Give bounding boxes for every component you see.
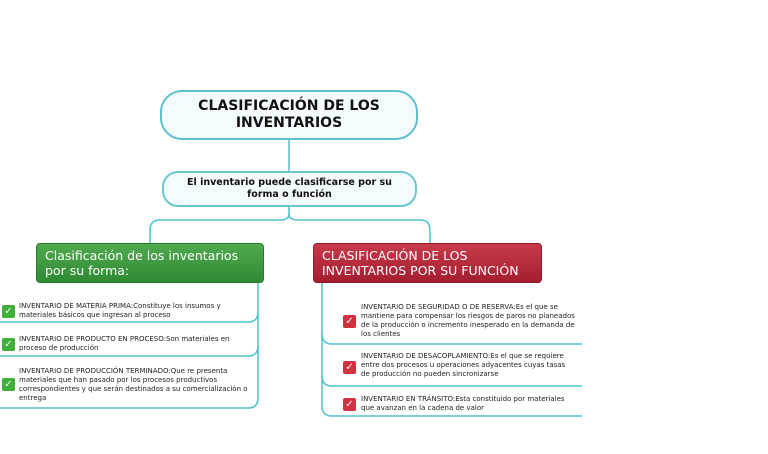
root-topic[interactable]: CLASIFICACIÓN DE LOS INVENTARIOS [160,90,418,140]
left-item-raw-material[interactable]: INVENTARIO DE MATERIA PRIMA:Constituye l… [19,302,221,319]
left-item-work-in-process[interactable]: INVENTARIO DE PRODUCTO EN PROCESO:Son ma… [19,335,230,352]
check-icon: ✓ [2,378,15,391]
connector-left-item-3 [0,346,259,409]
branch-by-function[interactable]: CLASIFICACIÓN DE LOS INVENTARIOS POR SU … [313,243,542,283]
branch-by-function-title: CLASIFICACIÓN DE LOS INVENTARIOS POR SU … [322,248,519,278]
check-icon: ✓ [343,398,356,411]
right-item-decoupling[interactable]: INVENTARIO DE DESACOPLAMIENTO:Es el que … [361,352,566,378]
check-icon: ✓ [343,315,356,328]
intro-topic[interactable]: El inventario puede clasificarse por su … [162,171,417,207]
check-icon: ✓ [343,361,356,374]
branch-by-form-title: Clasificación de los inventarios por su … [45,248,239,278]
left-item-finished-goods[interactable]: INVENTARIO DE PRODUCCIÓN TERMINADO:Que r… [19,367,248,402]
root-title: CLASIFICACIÓN DE LOS INVENTARIOS [198,98,380,131]
connector-right-item-3 [321,376,582,417]
right-item-in-transit[interactable]: INVENTARIO EN TRÁNSITO:Esta constituido … [361,395,565,412]
check-icon: ✓ [2,338,15,351]
branch-by-form[interactable]: Clasificación de los inventarios por su … [36,243,264,283]
right-item-safety-stock[interactable]: INVENTARIO DE SEGURIDAD O DE RESERVA:Es … [361,303,575,338]
check-icon: ✓ [2,305,15,318]
intro-text: El inventario puede clasificarse por su … [187,177,392,200]
connector-intro-right [288,213,431,243]
connector-intro-branches [149,207,290,243]
